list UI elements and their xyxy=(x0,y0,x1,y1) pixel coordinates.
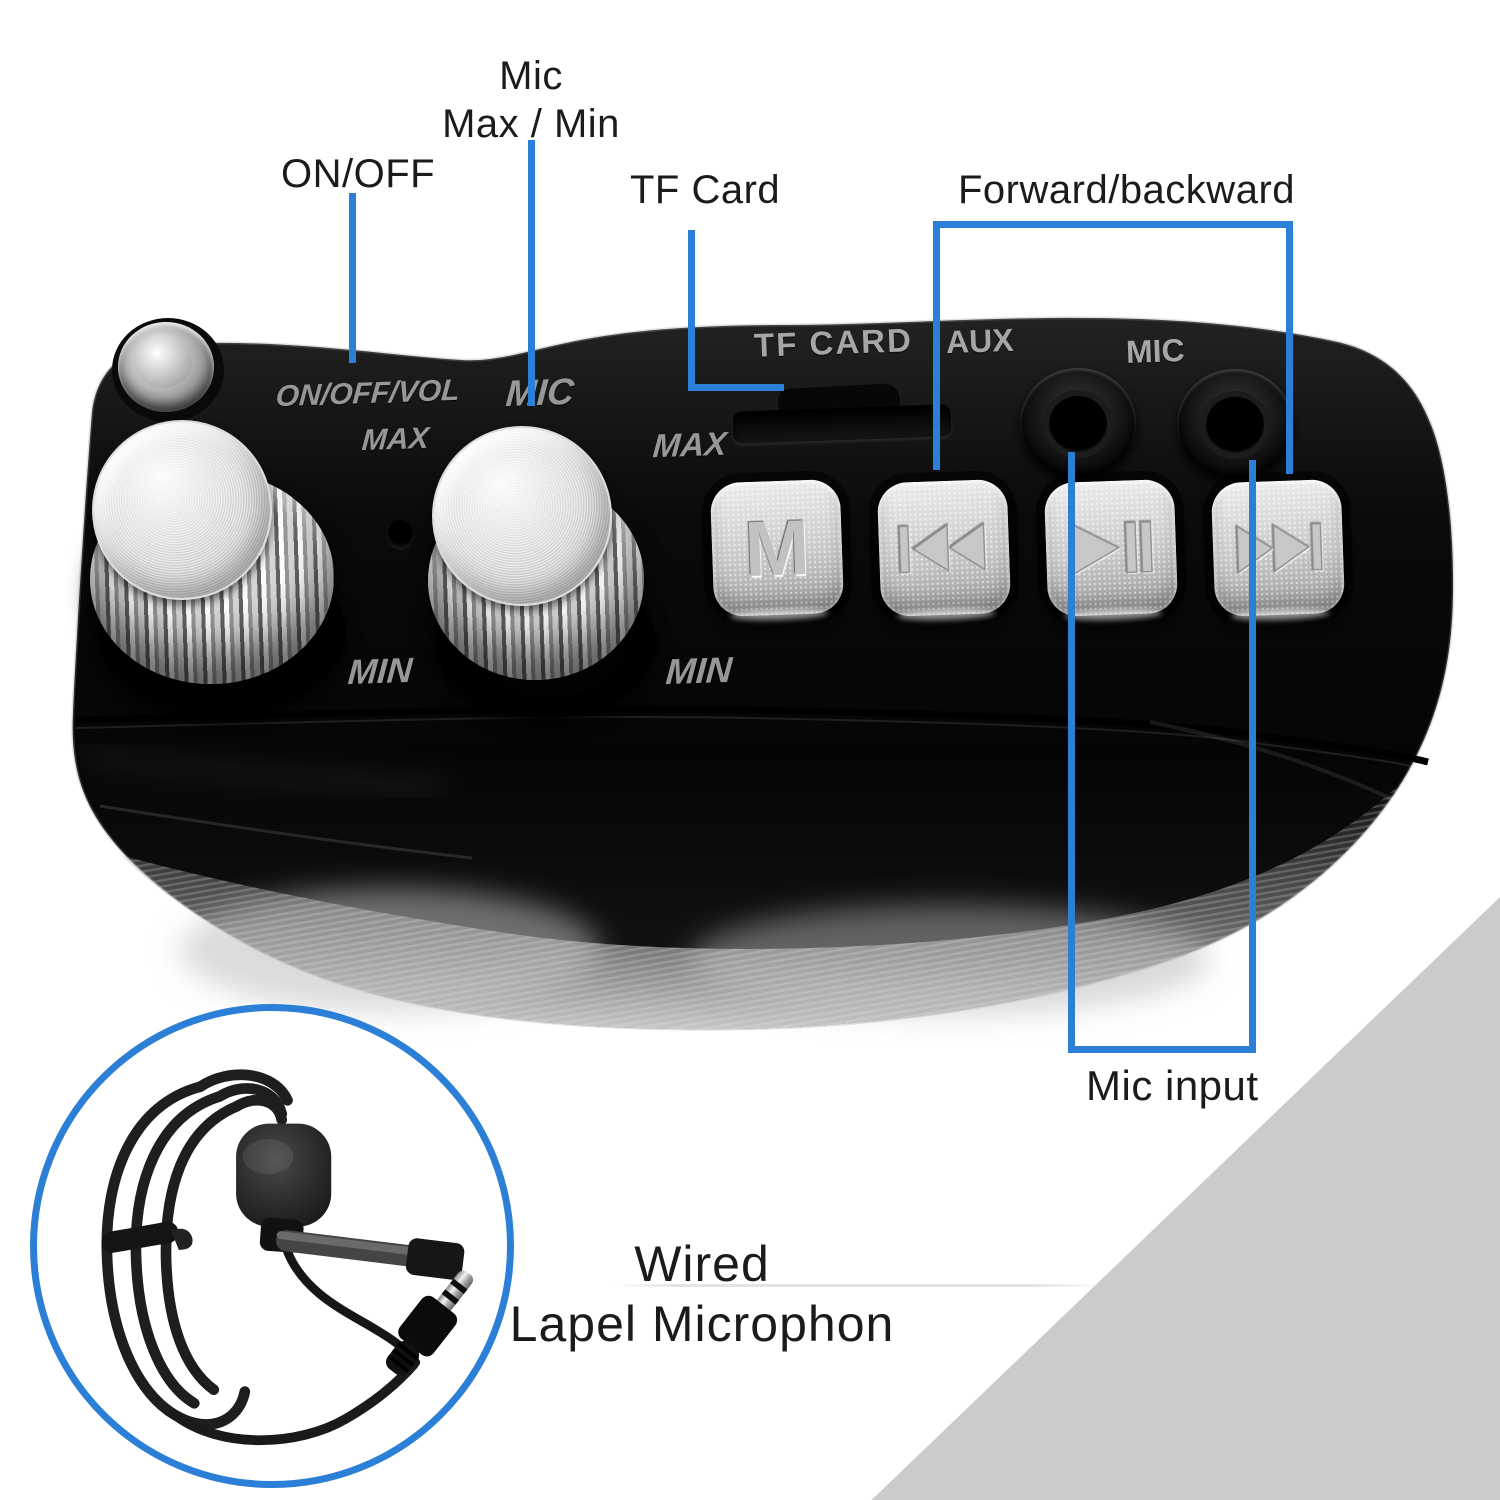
lapel-clip xyxy=(276,1230,465,1280)
power-callout-label: ON/OFF xyxy=(281,152,436,196)
antenna-dome xyxy=(134,334,192,388)
mic-knob-callout-label: Mic Max / Min xyxy=(442,52,620,148)
play-pause-icon xyxy=(1071,520,1153,576)
next-track-button xyxy=(1210,478,1346,622)
mic-jack xyxy=(1177,369,1293,479)
power-volume-knob xyxy=(60,408,360,728)
photo-edge-line xyxy=(615,1284,1105,1287)
cable-tie xyxy=(101,1221,179,1253)
mic-knob-callout-line xyxy=(528,140,535,406)
mic-input-bracket-bottom xyxy=(1068,1046,1256,1053)
button-glint xyxy=(1230,607,1330,622)
mic-knob-callout-line2: Max / Min xyxy=(442,102,620,146)
mic-input-callout-label: Mic input xyxy=(1086,1062,1259,1109)
inset-caption-line1: Wired xyxy=(634,1236,770,1292)
previous-track-icon xyxy=(898,522,986,574)
next-track-icon xyxy=(1236,522,1323,574)
cable-to-plug xyxy=(170,1359,419,1446)
mic-knob-callout-line1: Mic xyxy=(499,54,563,98)
foam-windscreen xyxy=(236,1123,332,1227)
forward-backward-bracket-right xyxy=(1286,221,1293,474)
knob-face xyxy=(92,420,272,600)
knob-face xyxy=(432,426,612,606)
audio-plug xyxy=(385,1270,474,1376)
mic-volume-knob xyxy=(398,412,698,732)
tf-card-engraving: TF CARD xyxy=(753,321,914,364)
forward-backward-bracket-left xyxy=(933,221,940,470)
wired-lavalier-microphone xyxy=(101,1069,474,1446)
tf-card-callout-label: TF Card xyxy=(630,168,781,212)
mic-input-bracket-left xyxy=(1068,452,1075,1053)
mic-jack-engraving: MIC xyxy=(1125,331,1186,371)
tf-card-callout-line-h xyxy=(688,384,784,391)
forward-backward-callout-label: Forward/backward xyxy=(958,168,1296,212)
aux-jack xyxy=(1020,368,1136,478)
coiled-cable xyxy=(101,1069,293,1430)
button-glint xyxy=(1063,607,1163,622)
button-glint xyxy=(896,607,996,622)
power-callout-line xyxy=(349,193,356,363)
antenna-stub xyxy=(118,322,214,412)
forward-backward-bracket-top xyxy=(933,221,1293,228)
aux-engraving: AUX xyxy=(945,321,1015,361)
jack-hole xyxy=(1206,397,1264,453)
tf-card-slot xyxy=(732,404,952,444)
mic-input-bracket-right xyxy=(1249,460,1256,1053)
lapel-mic-inset-circle xyxy=(30,1004,514,1488)
inset-caption-line2: Lapel Microphon xyxy=(509,1296,895,1352)
jack-hole xyxy=(1049,396,1107,452)
speaker-rib-texture xyxy=(120,782,1402,1030)
button-glint xyxy=(729,607,829,622)
inset-caption: Wired Lapel Microphon xyxy=(510,1234,895,1354)
mic-knob-engraving: MIC xyxy=(504,370,576,415)
play-pause-button xyxy=(1043,478,1179,622)
tf-card-callout-line-v xyxy=(688,230,695,391)
previous-track-button xyxy=(876,478,1012,622)
mode-button-label: M xyxy=(742,502,812,594)
mode-button: M xyxy=(709,478,845,622)
